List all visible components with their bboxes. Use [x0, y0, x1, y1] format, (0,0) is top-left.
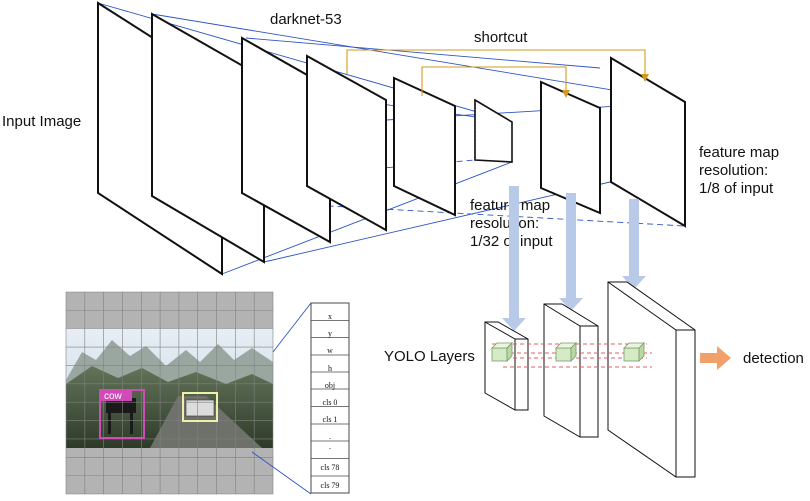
feature-map-7 [540, 80, 601, 215]
backbone-feature-maps [97, 1, 686, 276]
vector-labels: x y w h obj cls 0 cls 1 . . cls 78 cls 7… [321, 312, 340, 490]
yolo-cell-2 [555, 342, 577, 362]
vector-cell-0: x [328, 312, 332, 321]
vector-projection-lines [251, 302, 312, 495]
detection-arrow [700, 346, 731, 370]
detection-boxes: cow [99, 389, 218, 439]
car-detection-box [182, 392, 218, 422]
detection-label: detection [743, 350, 804, 367]
feature-map-4 [306, 54, 387, 232]
svg-text:resolution:: resolution: [699, 162, 768, 179]
feature-map-8 [610, 56, 686, 228]
vector-cell-5: cls 0 [323, 398, 338, 407]
yolo-layers-label: YOLO Layers [384, 348, 475, 365]
yolo-layer-medium [543, 303, 599, 438]
vector-cell-1: y [328, 329, 332, 338]
cow-shape [106, 398, 136, 434]
feature-map-6 [474, 98, 513, 163]
yolo-cell-3 [623, 342, 645, 362]
input-image [66, 292, 273, 494]
yolo-cell-1 [491, 342, 513, 362]
vector-cell-6: cls 1 [323, 415, 338, 424]
vector-cell-9: cls 78 [321, 463, 340, 472]
vector-cell-2: w [327, 346, 333, 355]
prediction-vector: x y w h obj cls 0 cls 1 . . cls 78 cls 7… [310, 302, 350, 494]
yolo-feed-arrows [502, 186, 646, 331]
yolo-cells [491, 342, 645, 362]
yolo-layer-small [484, 321, 529, 411]
car-shape [185, 399, 215, 417]
vector-cell-10: cls 79 [321, 481, 340, 490]
network-title: darknet-53 [270, 11, 342, 28]
vector-cell-8: . [329, 442, 331, 451]
feed-arrow-2 [559, 193, 583, 311]
svg-text:resolution:: resolution: [470, 215, 539, 232]
feed-arrow-1 [502, 186, 526, 331]
vector-cell-7: . [329, 432, 331, 441]
svg-text:1/8 of input: 1/8 of input [699, 180, 774, 197]
feed-arrow-3 [622, 199, 646, 289]
yolo-layer-large [607, 281, 696, 478]
feature-map-5 [393, 76, 456, 217]
cow-detection-label: cow [104, 391, 123, 402]
svg-text:feature map: feature map [699, 144, 779, 161]
vector-cell-3: h [328, 364, 332, 373]
feature-map-label-high-res: feature map resolution: 1/8 of input [699, 144, 779, 197]
shortcut-connections [346, 49, 649, 98]
shortcut-label: shortcut [474, 29, 528, 46]
input-image-label: Input Image [2, 113, 81, 130]
feature-map-2 [151, 12, 265, 264]
vector-cell-4: obj [325, 381, 335, 390]
